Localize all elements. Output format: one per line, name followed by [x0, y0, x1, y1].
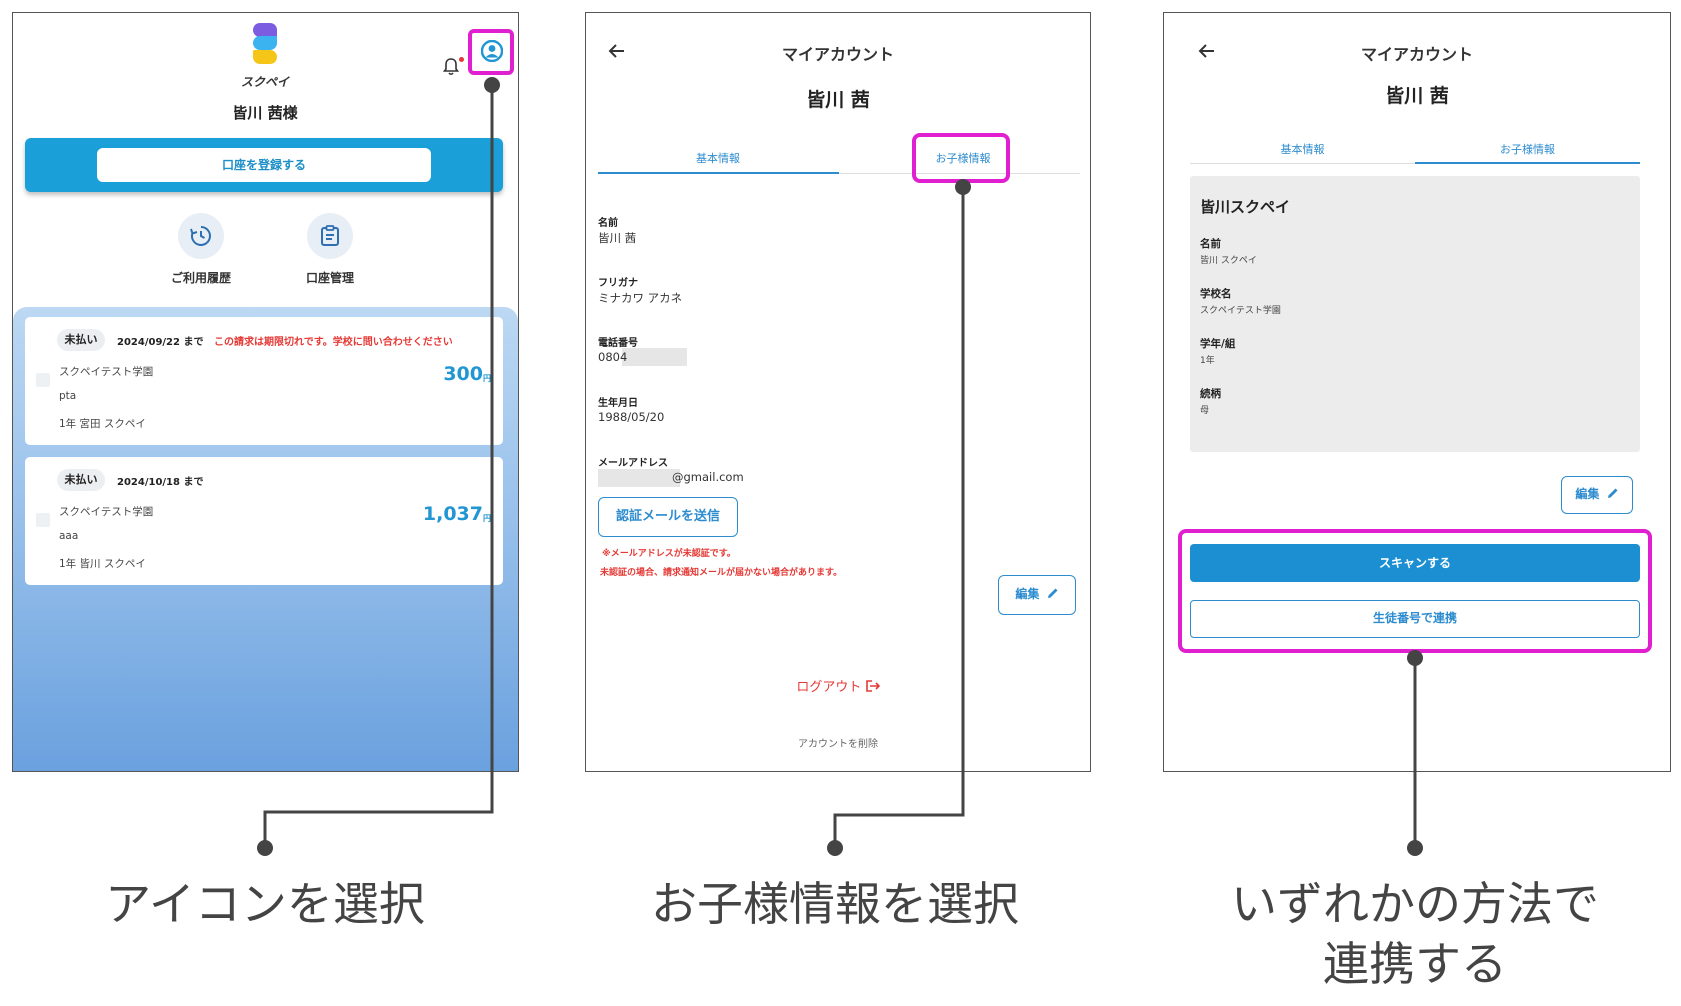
bill-item: aaa — [59, 530, 79, 542]
edit-label: 編集 — [1015, 587, 1040, 601]
grade-value: 1年 — [1200, 356, 1215, 366]
logout-link[interactable]: ログアウト — [586, 676, 1090, 695]
school-name: スクペイテスト学園 — [59, 506, 154, 518]
step3-caption-line1: いずれかの方法で — [1231, 877, 1599, 931]
status-badge: 未払い — [57, 469, 105, 491]
unverified-notice-detail: 未認証の場合、請求通知メールが届かない場合があります。 — [600, 568, 843, 578]
history-button[interactable] — [178, 213, 224, 259]
account-management-button[interactable] — [307, 213, 353, 259]
scan-button[interactable]: スキャンする — [1190, 544, 1640, 582]
redacted-phone — [622, 348, 687, 366]
account-management-label: 口座管理 — [305, 271, 354, 285]
logout-icon — [865, 680, 880, 692]
currency-label: 円 — [483, 374, 491, 383]
delete-account-link[interactable]: アカウントを削除 — [798, 739, 878, 750]
bill-amount: 1,037 — [422, 503, 483, 525]
field-label: 名前 — [598, 218, 618, 229]
account-icon-highlight — [468, 29, 514, 75]
currency-label: 円 — [483, 514, 491, 523]
bill-list-panel: 未払い 2024/09/22 まで この請求は期限切れです。学校に問い合わせくだ… — [13, 307, 518, 771]
unverified-notice: ※メールアドレスが未認証です。 — [602, 549, 736, 559]
edit-label: 編集 — [1575, 487, 1600, 501]
phone-value: 0804 — [598, 350, 628, 364]
pencil-icon — [1047, 588, 1058, 598]
step1-caption: アイコンを選択 — [105, 877, 425, 931]
bill-card[interactable]: 未払い 2024/10/18 まで スクペイテスト学園 aaa 1年 皆川 スク… — [25, 457, 503, 585]
register-account-button[interactable]: 口座を登録する — [97, 148, 431, 182]
history-label: ご利用履歴 — [170, 271, 231, 285]
notification-dot — [459, 57, 464, 62]
field-label: メールアドレス — [598, 458, 668, 469]
tab-basic-info[interactable]: 基本情報 — [1280, 143, 1325, 156]
student-name: 1年 皆川 スクペイ — [59, 558, 146, 570]
register-account-banner: 口座を登録する — [25, 138, 503, 192]
field-label: 電話番号 — [598, 338, 638, 349]
due-date: 2024/10/18 まで — [117, 477, 204, 488]
send-verification-email-button[interactable]: 認証メールを送信 — [598, 497, 738, 537]
pencil-icon — [1607, 488, 1618, 498]
user-greeting: 皆川 茜様 — [232, 104, 298, 122]
redacted-email — [598, 469, 680, 487]
child-info-card: 皆川スクペイ 名前 皆川 スクペイ 学校名 スクペイテスト学園 学年/組 1年 … — [1190, 176, 1640, 452]
field-label: 学校名 — [1200, 288, 1232, 300]
relationship-value: 母 — [1200, 406, 1210, 416]
field-label: 学年/組 — [1200, 338, 1236, 350]
school-name: スクペイテスト学園 — [59, 366, 154, 378]
my-account-basic-screen: マイアカウント 皆川 茜 基本情報 お子様情報 名前 皆川 茜 フリガナ ミナカ… — [585, 12, 1091, 772]
active-tab-indicator — [1415, 162, 1640, 164]
bill-card[interactable]: 未払い 2024/09/22 まで この請求は期限切れです。学校に問い合わせくだ… — [25, 317, 503, 445]
child-name-value: 皆川 スクペイ — [1200, 256, 1257, 266]
student-name: 1年 宮田 スクペイ — [59, 418, 146, 430]
active-tab-indicator — [598, 172, 839, 174]
link-by-student-number-button[interactable]: 生徒番号で連携 — [1190, 600, 1640, 638]
back-arrow-icon[interactable] — [1198, 43, 1216, 59]
callout-dot-end — [1407, 840, 1423, 856]
field-label: 生年月日 — [598, 398, 638, 409]
back-arrow-icon[interactable] — [608, 43, 626, 59]
callout-dot-end — [257, 840, 273, 856]
account-name: 皆川 茜 — [806, 89, 870, 111]
tab-child-info[interactable]: お子様情報 — [1500, 143, 1555, 156]
logout-label: ログアウト — [796, 680, 862, 695]
account-management-icon — [321, 225, 339, 246]
account-name: 皆川 茜 — [1385, 85, 1449, 107]
overdue-warning: この請求は期限切れです。学校に問い合わせください — [214, 337, 453, 348]
birthdate-value: 1988/05/20 — [598, 410, 665, 424]
screen-title: マイアカウント — [1360, 45, 1473, 64]
field-label: フリガナ — [598, 278, 638, 289]
step3-caption-line2: 連携する — [1323, 937, 1507, 991]
edit-button[interactable]: 編集 — [1561, 476, 1633, 514]
history-icon — [190, 226, 211, 246]
edit-button[interactable]: 編集 — [998, 575, 1076, 615]
account-avatar-icon[interactable] — [481, 40, 503, 62]
notification-bell-icon[interactable] — [443, 58, 459, 76]
home-screen: スクペイ 皆川 茜様 口座を登録する ご利用履歴 口座管理 未払い — [12, 12, 519, 772]
name-value: 皆川 茜 — [598, 231, 637, 245]
my-account-child-screen: マイアカウント 皆川 茜 基本情報 お子様情報 皆川スクペイ 名前 皆川 スクペ… — [1163, 12, 1671, 772]
school-name-value: スクペイテスト学園 — [1200, 306, 1281, 316]
email-value: @gmail.com — [672, 470, 744, 484]
tab-child-info[interactable]: お子様情報 — [935, 152, 991, 165]
field-label: 続柄 — [1200, 388, 1221, 400]
due-date: 2024/09/22 まで — [117, 337, 204, 348]
bill-amount: 300 — [443, 363, 483, 385]
step2-caption: お子様情報を選択 — [651, 877, 1019, 931]
bill-checkbox[interactable] — [36, 513, 50, 527]
callout-dot-end — [827, 840, 843, 856]
tab-basic-info[interactable]: 基本情報 — [696, 152, 740, 165]
child-heading: 皆川スクペイ — [1200, 198, 1291, 216]
status-badge: 未払い — [57, 329, 105, 351]
bill-checkbox[interactable] — [36, 373, 50, 387]
tab-divider — [598, 173, 1080, 174]
app-logo-text: スクペイ — [240, 75, 289, 89]
child-info-tab-highlight — [912, 133, 1010, 183]
furigana-value: ミナカワ アカネ — [598, 291, 683, 305]
bill-item: pta — [59, 390, 77, 402]
field-label: 名前 — [1200, 238, 1221, 250]
screen-title: マイアカウント — [781, 45, 894, 64]
app-logo-icon — [251, 23, 279, 67]
